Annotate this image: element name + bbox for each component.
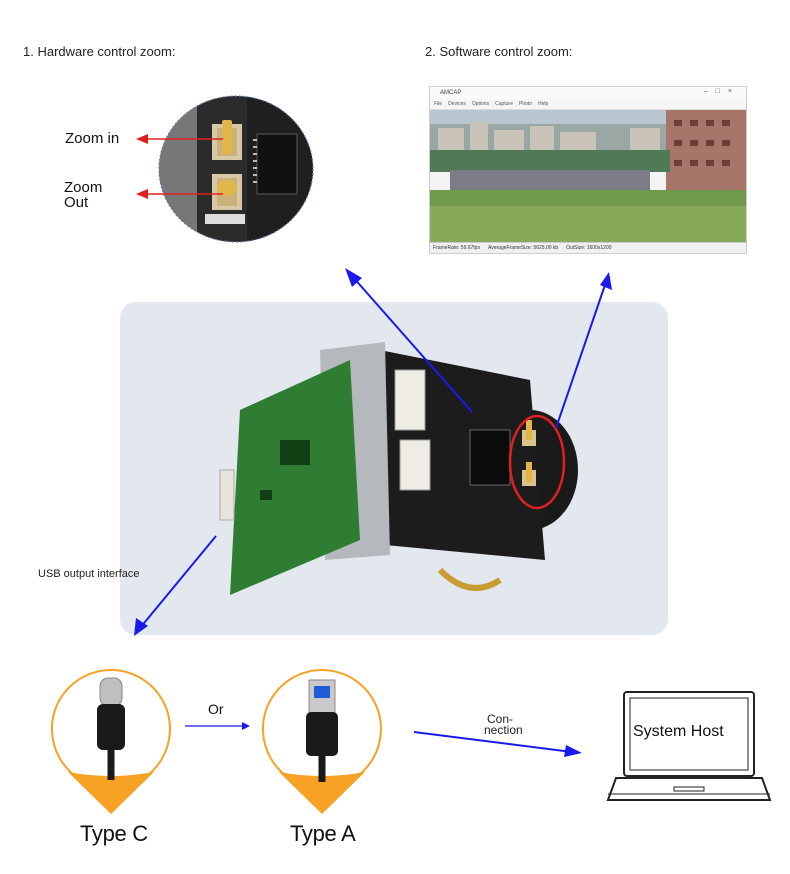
zoom-in-label: Zoom in (65, 130, 120, 147)
usb-board (230, 360, 360, 595)
laptop-icon (606, 691, 772, 801)
arrow-to-hardware-line (351, 275, 473, 413)
connection-arrow-line (413, 731, 573, 753)
connection-label-2: nection (484, 723, 523, 737)
zoom-out-label-2: Out (64, 194, 89, 211)
connection-label-1: Con- (487, 712, 514, 726)
menu-help[interactable]: Help (537, 101, 549, 107)
window-controls-icon: –□× (703, 88, 740, 95)
software-window: AMCAP –□× File Devices Options Capture P… (429, 86, 747, 254)
or-arrow-head (242, 722, 250, 730)
status-framerate: FrameRate: 59.67fps (433, 245, 480, 251)
system-host-label: System Host (633, 723, 724, 740)
arrow-to-software-line (555, 281, 607, 429)
menu-photo[interactable]: Photo (518, 101, 532, 107)
usb-output-arrow-head (134, 618, 148, 636)
menu-file[interactable]: File (434, 101, 443, 107)
software-zoom-title: 2. Software control zoom: (425, 44, 573, 59)
or-label: Or (208, 701, 224, 717)
menu-options[interactable]: Options (471, 101, 490, 107)
type-a-label: Type A (290, 821, 356, 846)
type-c-cable-icon (51, 669, 171, 814)
usb-output-arrow-line (139, 535, 217, 629)
usb-output-label: USB output interface (38, 568, 140, 580)
camera-module-image (219, 342, 578, 595)
connection-arrow-head (564, 745, 582, 757)
software-titlebar: AMCAP –□× (430, 87, 746, 99)
type-a-cable-icon (262, 669, 382, 814)
status-framesize: AverageFrameSize: 5625.00 kb (487, 245, 559, 251)
hardware-zoom-closeup (157, 94, 315, 244)
zoom-in-arrowhead (136, 134, 148, 144)
usb-connector (219, 469, 235, 521)
menu-capture[interactable]: Capture (495, 101, 513, 107)
zoom-out-label-1: Zoom (64, 179, 103, 196)
software-statusbar: FrameRate: 59.67fps AverageFrameSize: 56… (430, 242, 746, 253)
type-c-label: Type C (80, 821, 148, 846)
arrow-to-software-head (600, 272, 612, 290)
zoom-buttons-highlight (508, 414, 566, 510)
app-title: AMCAP (440, 90, 462, 96)
zoom-arrows (136, 134, 223, 199)
zoom-out-arrowhead (136, 189, 148, 199)
camera-preview-image (430, 110, 746, 242)
hardware-zoom-title: 1. Hardware control zoom: (23, 44, 176, 59)
status-outsize: OutSize: 1600x1200 (566, 245, 612, 251)
arrow-to-hardware-head (345, 268, 362, 287)
menu-devices[interactable]: Devices (448, 101, 466, 107)
usb-chip (280, 440, 310, 465)
software-menubar: File Devices Options Capture Photo Help (430, 99, 746, 110)
